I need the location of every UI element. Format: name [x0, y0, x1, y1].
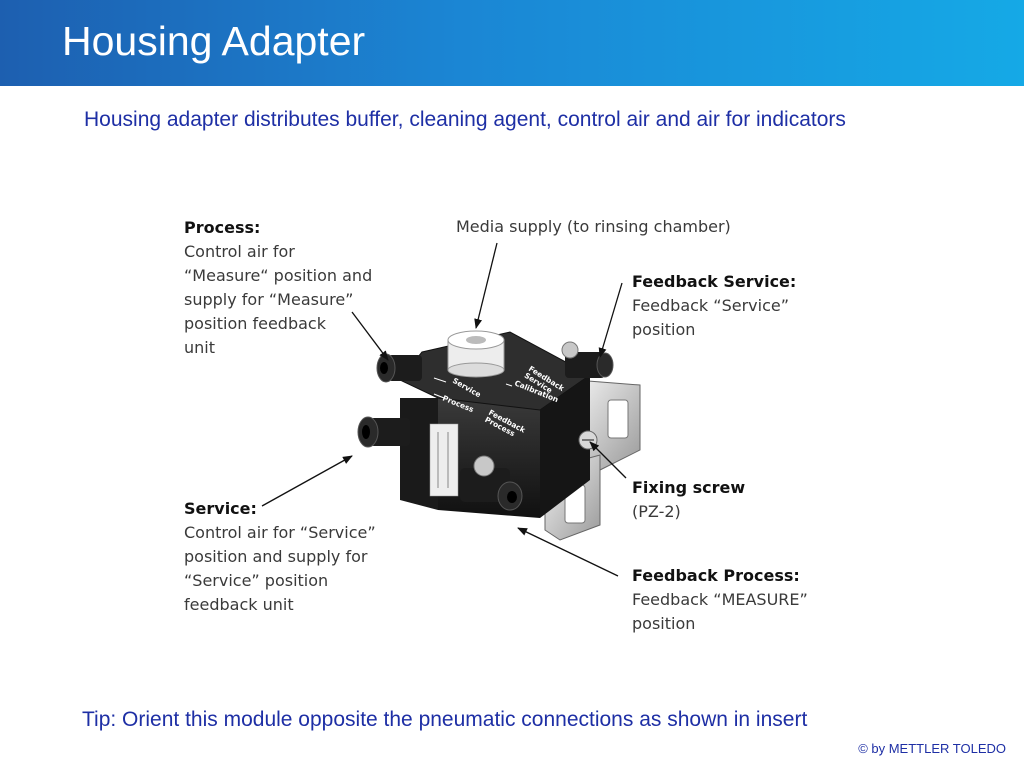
slide-title: Housing Adapter	[62, 18, 366, 64]
callout-service-line: feedback unit	[184, 595, 294, 614]
callout-feedback-service: Feedback Service: Feedback “Service” pos…	[632, 270, 796, 342]
callout-feedback-process: Feedback Process: Feedback “MEASURE” pos…	[632, 564, 808, 636]
feedback-process-connector	[460, 455, 523, 511]
copyright-text: © by METTLER TOLEDO	[858, 741, 1006, 756]
title-bar	[0, 0, 1024, 86]
process-connector	[376, 353, 422, 383]
callout-feedback-service-line: position	[632, 320, 696, 339]
callout-feedback-service-heading: Feedback Service:	[632, 272, 797, 291]
leader-arrow-service	[261, 455, 353, 507]
callout-media-supply: Media supply (to rinsing chamber)	[456, 217, 731, 236]
leader-arrow-process	[351, 311, 389, 361]
callout-service-line: position and supply for	[184, 547, 368, 566]
callout-service-heading: Service:	[184, 499, 257, 518]
callout-feedback-process-line: Feedback “MEASURE”	[632, 590, 808, 609]
callout-service-line: Control air for “Service”	[184, 523, 376, 542]
tip-text: Tip: Orient this module opposite the pne…	[82, 708, 808, 731]
callout-feedback-process-heading: Feedback Process:	[632, 566, 800, 585]
callout-fixing-screw-line: (PZ-2)	[632, 502, 681, 521]
callout-process: Process: Control air for “Measure“ posit…	[184, 216, 372, 360]
callout-process-line: Control air for	[184, 242, 295, 261]
callout-process-line: position feedback	[184, 314, 326, 333]
service-connector	[357, 416, 410, 448]
leader-arrow-fixing-screw	[589, 441, 627, 479]
callout-service-line: “Service” position	[184, 571, 329, 590]
leader-arrow-feedback-service	[598, 282, 623, 358]
callout-feedback-service-line: Feedback “Service”	[632, 296, 789, 315]
intro-text: Housing adapter distributes buffer, clea…	[84, 108, 846, 131]
callout-process-line: “Measure“ position and	[184, 266, 373, 285]
callout-service: Service: Control air for “Service” posit…	[184, 497, 376, 617]
callout-feedback-process-line: position	[632, 614, 696, 633]
callout-fixing-screw-heading: Fixing screw	[632, 478, 746, 497]
leader-arrow-feedback-process	[517, 527, 619, 577]
feedback-service-connector	[561, 341, 614, 378]
leader-arrow-media	[474, 242, 498, 329]
media-fitting	[447, 330, 505, 378]
callout-process-heading: Process:	[184, 218, 261, 237]
callout-process-line: supply for “Measure”	[184, 290, 354, 309]
callout-fixing-screw: Fixing screw (PZ-2)	[632, 476, 745, 524]
callout-process-line: unit	[184, 338, 215, 357]
